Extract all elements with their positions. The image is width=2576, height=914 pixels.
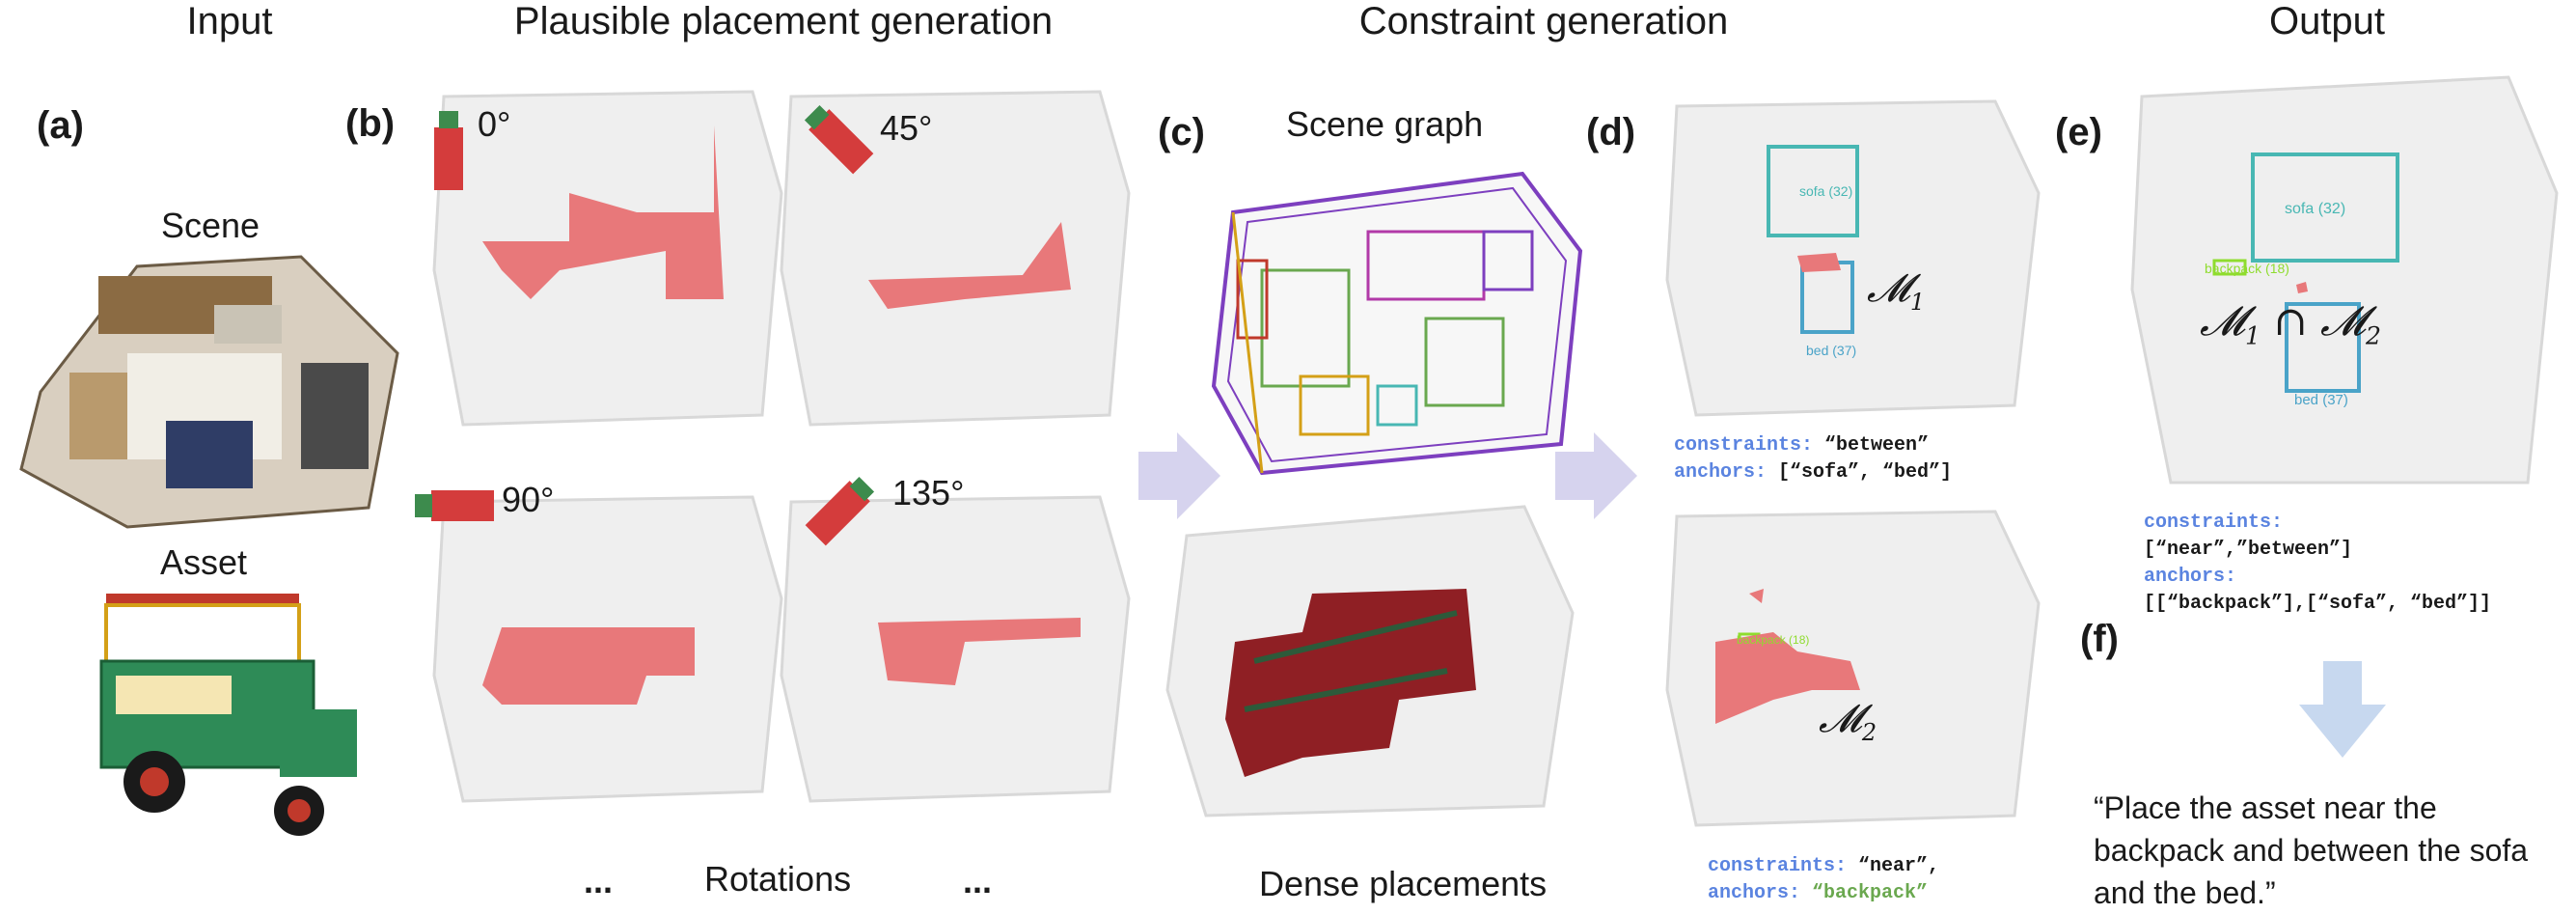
backpack-box-label-e: backpack (18) [2205,261,2289,276]
angle-label-45: 45° [880,108,933,148]
asset-marker-45 [804,104,874,175]
floorplan-rotation-0 [432,90,783,427]
panel-label-c: (c) [1158,111,1205,153]
constraints-d2-line1: constraints: “near”, [1708,855,1940,877]
scene-render-image [19,255,399,529]
header-plausible-placement: Plausible placement generation [513,0,1054,42]
asset-marker-135 [805,476,875,546]
sofa-box-label-e: sofa (32) [2285,201,2346,217]
angle-label-90: 90° [502,480,555,519]
floorplan-rotation-90 [432,495,783,803]
bed-box-label-d1: bed (37) [1806,343,1857,358]
asset-marker-0 [434,111,463,190]
output-bed-bbox [2285,302,2361,393]
ellipsis-left: ... [584,861,614,900]
dense-placements-caption: Dense placements [1259,864,1548,903]
down-arrow [2299,661,2386,758]
bus-asset-image [99,594,357,836]
scene-graph-title: Scene graph [1286,104,1484,144]
instruction-quote: “Place the asset near the backpack and b… [2094,790,2529,910]
mask-m1-label: 𝓜1 [1867,266,1926,316]
backpack-box-label-d2: backpack (18) [1737,633,1810,647]
mask-intersection-label: 𝓜1 ∩ 𝓜2 [2200,297,2382,350]
panel-label-d: (d) [1586,111,1636,153]
bed-box-label-e: bed (37) [2294,392,2348,408]
header-input: Input [186,0,273,42]
panel-label-b: (b) [345,102,396,145]
output-constraints-key: constraints: [2144,512,2284,534]
sofa-box-label-d1: sofa (32) [1799,183,1853,199]
mask-floorplan-m1 [1665,99,2041,417]
output-backpack-bbox [2212,259,2247,276]
ellipsis-right: ... [963,861,993,900]
arrow-to-masks [1555,432,1637,519]
output-sofa-bbox [2251,152,2399,263]
angle-label-135: 135° [892,473,965,512]
mask-m2-label: 𝓜2 [1819,697,1877,746]
output-floorplan [2130,75,2559,485]
scene-graph-wireframe [1211,171,1583,476]
scene-label: Scene [161,206,260,245]
rotations-caption: Rotations [704,859,852,899]
floorplan-rotation-135 [780,495,1131,803]
output-anchors-value: [[“backpack”],[“sofa”, “bed”]] [2144,593,2492,615]
panel-label-a: (a) [37,104,84,147]
mask-floorplan-m2 [1665,510,2041,827]
panel-label-f: (f) [2080,618,2119,660]
arrow-to-constraints [1138,432,1220,519]
constraints-d2-line2: anchors: “backpack” [1708,882,1929,904]
output-constraints-value: [“near”,”between”] [2144,539,2353,561]
panel-label-e: (e) [2055,111,2102,153]
asset-marker-90 [415,490,494,521]
sofa-bbox [1767,145,1859,237]
header-output: Output [2268,0,2386,42]
constraints-d1-line1: constraints: “between” [1674,434,1930,457]
asset-label: Asset [160,542,248,582]
output-anchors-key: anchors: [2144,566,2237,588]
header-constraint-generation: Constraint generation [1358,0,1729,42]
dense-placements-render [1165,505,1575,817]
floorplan-rotation-45 [780,90,1131,427]
constraints-d1-line2: anchors: [“sofa”, “bed”] [1674,461,1953,484]
angle-label-0: 0° [478,104,511,144]
